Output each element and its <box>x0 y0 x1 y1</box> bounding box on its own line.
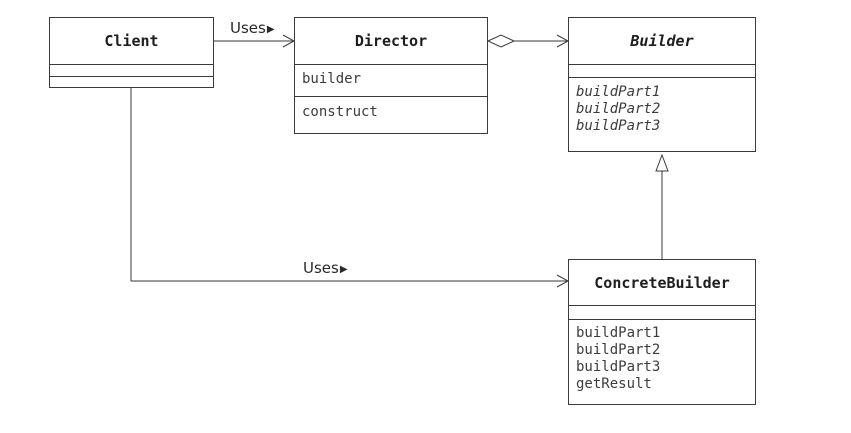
class-concrete-builder: ConcreteBuilder buildPart1 buildPart2 bu… <box>568 259 756 405</box>
direction-triangle-icon: ▶ <box>339 264 348 275</box>
class-director: Director builder construct <box>294 17 488 134</box>
methods-compartment: construct <box>295 97 487 121</box>
attributes-compartment: builder <box>295 65 487 97</box>
class-name: ConcreteBuilder <box>569 260 755 306</box>
client-director-label: Uses▶ <box>230 19 275 37</box>
methods-compartment: buildPart1 buildPart2 buildPart3 <box>569 78 755 135</box>
method: getResult <box>576 376 652 392</box>
generalization-triangle <box>655 153 669 172</box>
method: buildPart3 <box>576 118 661 134</box>
attributes-compartment <box>569 306 755 320</box>
method: buildPart3 <box>576 359 661 375</box>
aggregation-diamond <box>486 34 516 48</box>
direction-triangle-icon: ▶ <box>266 24 275 35</box>
class-builder: Builder buildPart1 buildPart2 buildPart3 <box>568 17 756 152</box>
method: buildPart2 <box>576 101 661 117</box>
client-concrete-label-text: Uses <box>303 259 339 277</box>
class-name: Client <box>50 18 213 65</box>
class-name: Director <box>295 18 487 65</box>
method: construct <box>302 104 378 120</box>
methods-compartment: buildPart1 buildPart2 buildPart3 getResu… <box>569 320 755 393</box>
client-director-label-text: Uses <box>230 19 266 37</box>
attributes-compartment <box>569 65 755 78</box>
attributes-compartment <box>50 65 213 77</box>
client-concrete-line <box>130 87 568 282</box>
class-client: Client <box>49 17 214 88</box>
client-concrete-label: Uses▶ <box>303 259 348 277</box>
class-name: Builder <box>569 18 755 65</box>
attribute: builder <box>302 71 362 87</box>
method: buildPart2 <box>576 342 661 358</box>
method: buildPart1 <box>576 325 661 341</box>
method: buildPart1 <box>576 84 661 100</box>
